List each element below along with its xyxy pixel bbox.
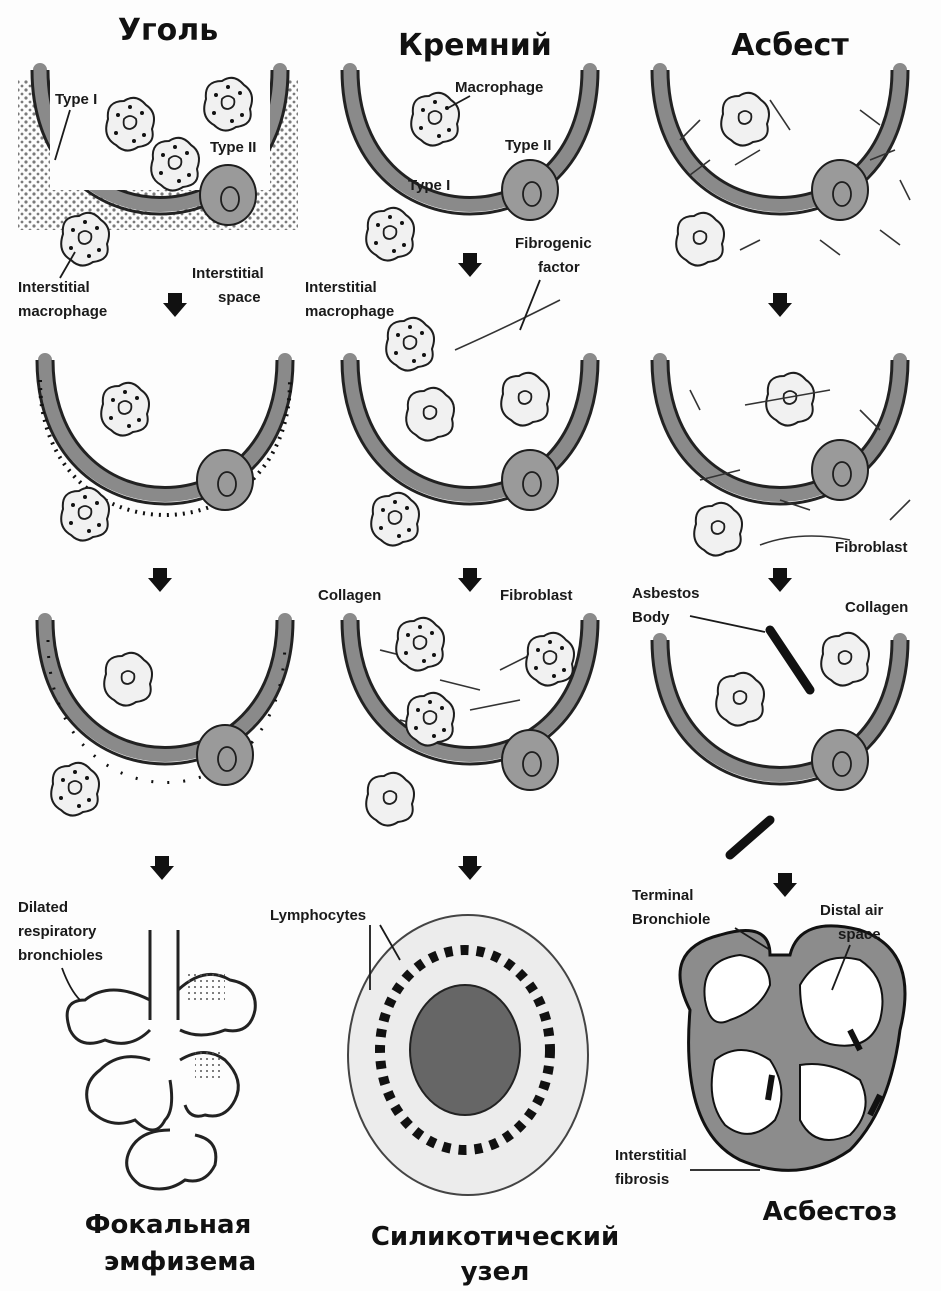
label-sil-macrophage: Macrophage [455,79,543,96]
arrow-asbestos-3 [773,873,797,897]
label-sil-collagen: Collagen [318,587,381,604]
label-sil-fibroblast: Fibroblast [500,587,573,604]
header-coal: Уголь [118,13,218,48]
caption-silicon-1: Силикотический [371,1222,619,1252]
label-asb-terminal-1: Terminal [632,887,693,904]
label-coal-type2: Type II [210,139,256,156]
label-sil-fibro-1: Fibrogenic [515,235,592,252]
label-asb-terminal-2: Bronchiole [632,911,710,928]
coal-emphysema: Dilated respiratory bronchioles [18,899,255,1189]
label-asb-body-1: Asbestos [632,585,700,602]
silicon-stage-3: Collagen Fibroblast [318,587,598,880]
label-asb-fibroblast: Fibroblast [835,539,908,556]
coal-stage-3 [37,620,293,880]
label-sil-fibro-2: factor [538,259,580,276]
label-asb-collagen: Collagen [845,599,908,616]
label-sil-im-2: macrophage [305,303,394,320]
asbestos-stage-3: Asbestos Body Collagen [632,585,908,897]
asbestos-body [770,630,810,690]
label-sil-lymphocytes: Lymphocytes [270,907,366,924]
arrow-coal-2 [148,568,172,592]
arrow-asbestos-1 [768,293,792,317]
asbestosis-lung: Terminal Bronchiole Distal air space Int… [615,887,905,1188]
label-asb-interstitial-1: Interstitial [615,1147,687,1164]
arrow-asbestos-2 [768,568,792,592]
label-coal-dilated-3: bronchioles [18,947,103,964]
arrow-silicon-3 [458,856,482,880]
arrow-silicon-2 [458,568,482,592]
label-coal-is-1: Interstitial [192,265,264,282]
label-asb-distal-2: space [838,926,881,943]
silicon-stage-2 [342,280,598,592]
label-coal-type1: Type I [55,91,97,108]
caption-coal-1: Фокальная [85,1210,252,1240]
arrow-coal-1 [163,293,187,317]
arrow-coal-3 [150,856,174,880]
asbestos-stage-2: Fibroblast [652,360,910,592]
silicotic-nodule: Lymphocytes [270,907,588,1195]
asbestos-stage-1 [652,70,910,317]
coal-stage-2 [37,360,293,592]
silicon-stage-1: Macrophage Type II Type I Fibrogenic fac… [305,70,598,320]
label-coal-dilated-1: Dilated [18,899,68,916]
label-coal-dilated-2: respiratory [18,923,97,940]
header-silicon: Кремний [398,28,552,63]
coal-stage-1: Type I Type II Interstitial macrophage I… [18,70,298,320]
label-coal-im-1: Interstitial [18,279,90,296]
label-asb-body-2: Body [632,609,670,626]
label-sil-type2: Type II [505,137,551,154]
label-sil-im-1: Interstitial [305,279,377,296]
label-coal-is-2: space [218,289,261,306]
label-asb-distal-1: Distal air [820,902,884,919]
caption-coal-2: эмфизема [104,1247,256,1277]
label-sil-type1: Type I [408,177,450,194]
arrow-silicon-1 [458,253,482,277]
caption-silicon-2: узел [461,1257,530,1287]
caption-asbestos: Асбестоз [763,1197,898,1227]
label-asb-interstitial-2: fibrosis [615,1171,669,1188]
header-asbestos: Асбест [731,28,849,63]
label-coal-im-2: macrophage [18,303,107,320]
